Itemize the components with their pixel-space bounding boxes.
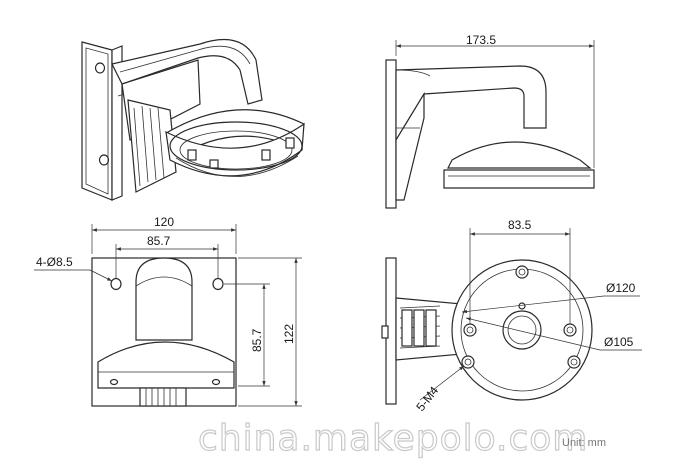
diameter-outer: Ø120	[606, 281, 636, 295]
dim-plate-width: 120	[154, 215, 174, 229]
dim-bottom-spacing: 83.5	[508, 218, 532, 232]
diameter-inner: Ø105	[604, 335, 634, 349]
dim-hole-spacing-v: 85.7	[250, 328, 264, 352]
unit-label: Unit: mm	[562, 437, 606, 449]
dim-side-width: 173.5	[466, 33, 496, 47]
watermark-text: china.makepolo.com	[198, 418, 588, 459]
hole-callout: 4-Ø8.5	[36, 255, 73, 269]
front-view: 120 85.7 4-Ø8.5 85.7 122	[34, 215, 302, 407]
isometric-view	[81, 38, 305, 201]
side-view: 173.5	[385, 33, 595, 209]
dim-plate-height: 122	[282, 324, 296, 344]
bottom-view: 83.5 Ø120 Ø105 5-M4	[381, 218, 642, 414]
screw-callout: 5-M4	[413, 383, 441, 413]
dim-hole-spacing-h: 85.7	[147, 234, 171, 248]
